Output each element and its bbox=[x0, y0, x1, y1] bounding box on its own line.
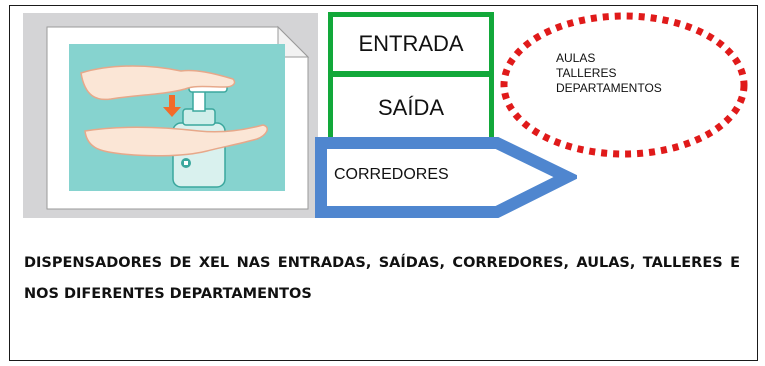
entrada-label: ENTRADA bbox=[358, 31, 464, 56]
corredores-label: CORREDORES bbox=[334, 166, 449, 183]
destination-departamentos: DEPARTAMENTOS bbox=[556, 81, 662, 95]
destinations-list: AULAS TALLERES DEPARTAMENTOS bbox=[556, 51, 662, 96]
caption-block: DISPENSADORES DE XEL NAS ENTRADAS, SAÍDA… bbox=[24, 248, 740, 310]
destination-talleres: TALLERES bbox=[556, 66, 617, 80]
saida-label: SAÍDA bbox=[377, 95, 445, 120]
destinations-ellipse bbox=[500, 12, 748, 158]
caption-text: DISPENSADORES DE XEL NAS ENTRADAS, SAÍDA… bbox=[24, 255, 740, 302]
hand-sanitizer-icon bbox=[46, 25, 310, 210]
saida-label-box: SAÍDA bbox=[328, 72, 494, 144]
corredores-arrow bbox=[315, 137, 577, 218]
destination-aulas: AULAS bbox=[556, 51, 596, 65]
entrada-label-box: ENTRADA bbox=[328, 12, 494, 76]
